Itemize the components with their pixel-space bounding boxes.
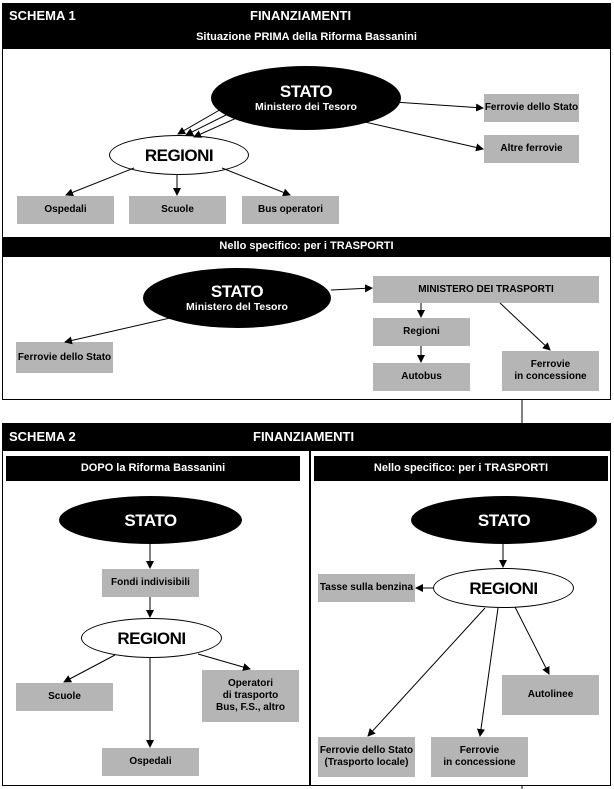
arrow-regioni-ferrovie-concessione — [477, 607, 499, 737]
arrow-stato-regioni-1 — [177, 103, 231, 135]
schema1-title: FINANZIAMENTI — [250, 8, 352, 23]
arrow-regioni-autolinee — [514, 606, 550, 675]
schema1-transport-stato-subtitle: Ministero del Tesoro — [186, 301, 288, 313]
schema1-altre-ferrovie-box: Altre ferrovie — [484, 135, 579, 163]
schema2-ferrovie-concessione-box: Ferrovie in concessione — [431, 737, 528, 777]
schema2-left-stato-label: STATO — [124, 510, 177, 530]
schema2-right-header-bar: Nello specifico: per i TRASPORTI — [314, 456, 608, 481]
schema2-right-stato-label: STATO — [477, 510, 531, 530]
arrow-regioni-bus — [221, 167, 291, 197]
schema2-label: SCHEMA 2 — [9, 429, 76, 444]
schema1-stato-title: STATO — [279, 82, 333, 101]
schema2-left-header: DOPO la Riforma Bassanini — [80, 462, 226, 474]
schema2-operatori-box: Operatori di trasporto Bus, F.S., altro — [202, 670, 299, 722]
schema1-subtitle: Situazione PRIMA della Riforma Bassanini — [196, 31, 417, 43]
schema2-left-stato-node: STATO — [59, 496, 242, 544]
schema1-transport-stato-title: STATO — [210, 282, 264, 301]
arrow-regioni-ospedali — [65, 167, 135, 197]
schema1-stato-node: STATO Ministero dei Tesoro — [211, 66, 401, 130]
schema1-stato-subtitle: Ministero dei Tesoro — [255, 101, 357, 113]
schema1-frame — [2, 3, 611, 400]
arrow-regioni-ferrovie-stato — [367, 607, 486, 737]
schema2-right-header: Nello specifico: per i TRASPORTI — [373, 462, 549, 474]
schema2-right-regioni-label: REGIONI — [469, 578, 538, 598]
schema1-label: SCHEMA 1 — [9, 8, 76, 23]
schema1-autobus-box: Autobus — [373, 363, 470, 391]
arrow-stato-regioni-3 — [193, 111, 251, 138]
arrow-stato-regioni-2 — [185, 107, 241, 136]
schema2-right-regioni-node: REGIONI — [433, 568, 574, 608]
arrow-ministero-ferrovie-concessione — [499, 302, 551, 351]
schema1-ministero-trasporti-box: MINISTERO DEI TRASPORTI — [373, 276, 599, 303]
arrow-stato-ferrovie-stato — [364, 99, 484, 112]
schema1-transport-header-bar: Nello specifico: per i TRASPORTI — [3, 237, 610, 257]
arrow-stato-altre-ferrovie — [329, 113, 484, 152]
schema1-ospedali-box: Ospedali — [17, 196, 114, 224]
schema2-scuole-box: Scuole — [16, 683, 113, 711]
schema1-regioni-label: REGIONI — [144, 145, 214, 165]
schema2-left-header-bar: DOPO la Riforma Bassanini — [6, 456, 300, 481]
arrow-regioni-operatori — [197, 653, 251, 671]
schema2-fondi-box: Fondi indivisibili — [102, 569, 199, 597]
schema1-bus-operatori-box: Bus operatori — [242, 196, 339, 224]
schema2-left-regioni-label: REGIONI — [117, 628, 186, 648]
schema1-scuole-box: Scuole — [129, 196, 226, 224]
arrow-regioni-scuole-2 — [63, 654, 116, 683]
schema1-transport-header: Nello specifico: per i TRASPORTI — [219, 240, 394, 252]
schema2-ospedali-box: Ospedali — [102, 748, 199, 776]
schema1-ferrovie-concessione-box: Ferrovie in concessione — [502, 351, 599, 391]
schema2-autolinee-box: Autolinee — [502, 675, 599, 715]
schema2-header-bar: SCHEMA 2 FINANZIAMENTI — [3, 424, 610, 451]
schema2-title: FINANZIAMENTI — [253, 429, 355, 444]
schema2-tasse-box: Tasse sulla benzina — [318, 574, 415, 602]
schema2-ferrovie-stato-box: Ferrovie dello Stato (Trasporto locale) — [318, 737, 415, 777]
schema1-ferrovie-stato-box: Ferrovie dello Stato — [484, 94, 579, 122]
schema1-transport-stato-node: STATO Ministero del Tesoro — [143, 268, 331, 328]
schema2-divider — [309, 451, 311, 786]
schema2-right-stato-node: STATO — [411, 496, 597, 544]
arrow-stato-ministero — [330, 284, 373, 293]
schema2-left-regioni-node: REGIONI — [81, 618, 222, 658]
arrow-stato-ferrovie-stato-2 — [64, 317, 171, 345]
schema1-transport-regioni-box: Regioni — [373, 318, 470, 346]
schema2-frame — [2, 423, 611, 786]
schema1-header-bar: SCHEMA 1 FINANZIAMENTI Situazione PRIMA … — [3, 4, 610, 49]
schema1-transport-ferrovie-stato-box: Ferrovie dello Stato — [16, 342, 113, 373]
